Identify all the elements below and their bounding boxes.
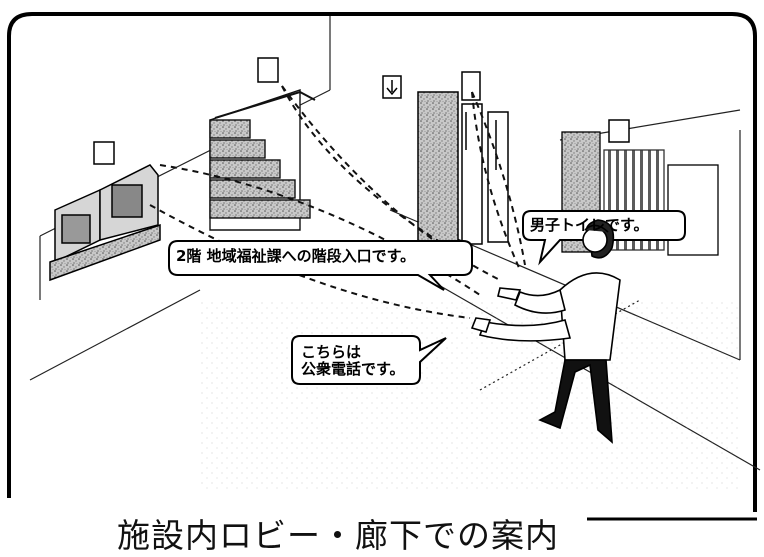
public-telephones	[49, 164, 161, 282]
frame-border	[7, 12, 757, 512]
guide-person	[470, 219, 621, 444]
stairs-bubble	[168, 240, 473, 291]
staircase	[209, 89, 316, 231]
phone-bubble-line2: 公衆電話です。	[301, 360, 405, 379]
stairs-bubble-text: 2階 地域福祉課への階段入口です。	[176, 247, 416, 265]
floor-texture	[200, 300, 740, 490]
page-caption: 施設内ロビー・廊下での案内	[117, 516, 559, 555]
phone-bubble-line1: こちらは	[301, 343, 362, 361]
elevator-sign-icon	[461, 71, 481, 101]
phone-bubble-text: こちらは 公衆電話です。	[301, 343, 405, 379]
phone-sign-icon	[93, 141, 115, 165]
toilet-sign-icon	[608, 119, 630, 143]
stairs-sign-icon	[257, 57, 279, 83]
wall-signs	[93, 57, 691, 199]
phone-bubble	[291, 335, 447, 385]
toilet-bubble-text: 男子トイレです。	[530, 216, 649, 234]
